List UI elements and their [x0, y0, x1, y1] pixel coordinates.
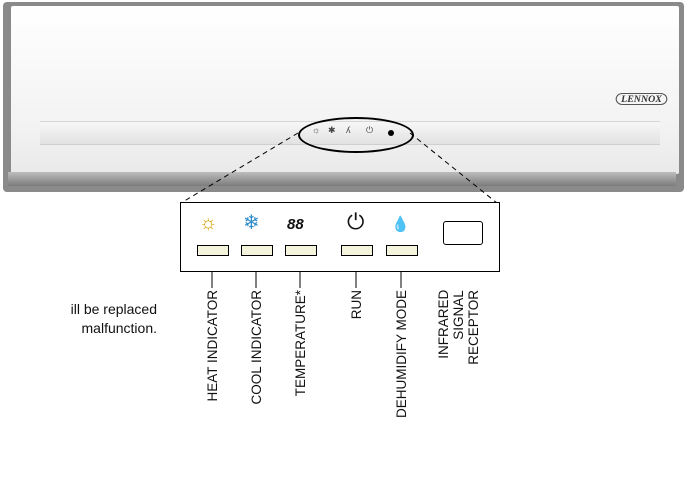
mini-cool-icon: ✱	[328, 125, 336, 135]
label-cool-indicator: COOL INDICATOR	[249, 290, 264, 405]
side-note-text: ill be replaced malfunction.	[70, 301, 157, 336]
label-dehumidify-mode: DEHUMIDIFY MODE	[394, 290, 409, 419]
power-icon: ⏻	[347, 209, 365, 234]
mini-heat-icon: ☼	[312, 125, 321, 135]
snowflake-icon: ❄	[243, 212, 260, 234]
mini-temp-icon: ʎ	[346, 125, 351, 135]
heat-indicator-led	[197, 245, 229, 256]
label-heat-indicator: HEAT INDICATOR	[205, 290, 220, 402]
control-panel-detail: ☼ ❄ 88 ⏻ 💧	[180, 202, 500, 272]
brand-logo: LENNOX	[615, 93, 668, 105]
mini-receptor-dot	[388, 130, 394, 136]
temperature-digits: 88	[287, 216, 304, 233]
water-drops-icon: 💧	[391, 216, 410, 233]
label-infrared-signal-receptor: INFRARED SIGNAL RECEPTOR	[436, 290, 481, 365]
sun-icon: ☼	[199, 212, 218, 234]
infrared-receptor-window	[443, 221, 483, 245]
mini-power-icon: ⏻	[366, 125, 374, 135]
unit-bottom-edge	[8, 172, 676, 186]
label-temperature: TEMPERATURE*	[293, 290, 308, 397]
run-led	[341, 245, 373, 256]
label-run: RUN	[349, 290, 364, 320]
dehumidify-led	[386, 245, 418, 256]
callout-line-right	[409, 132, 498, 204]
temperature-led	[285, 245, 317, 256]
callout-line-left	[180, 132, 299, 204]
cool-indicator-led	[241, 245, 273, 256]
